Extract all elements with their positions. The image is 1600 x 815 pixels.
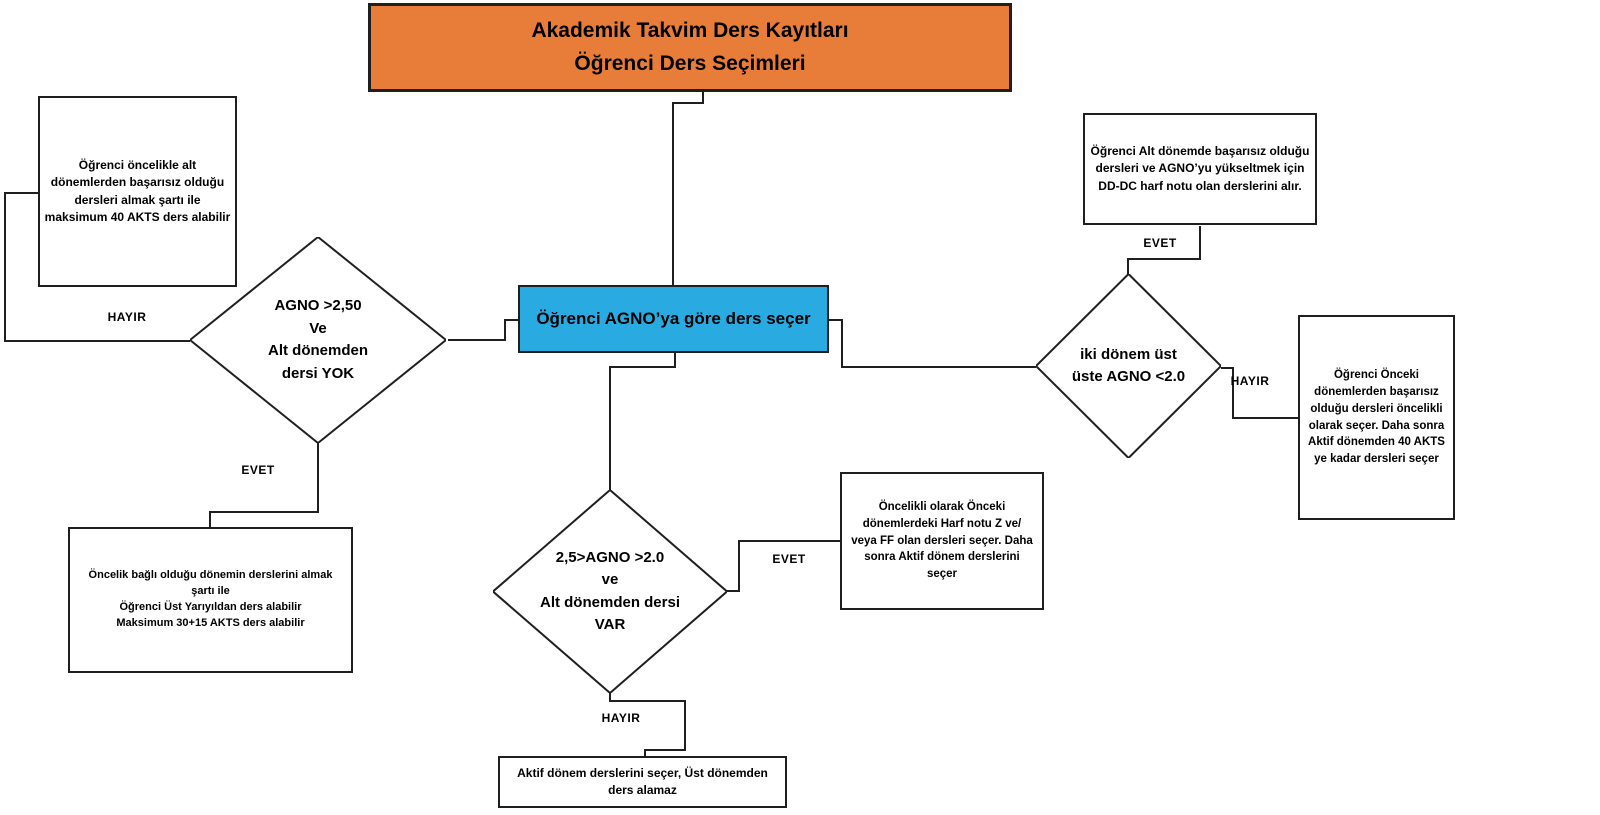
diamond-shape-icon bbox=[190, 237, 446, 443]
connector-right-decision-evet bbox=[1127, 226, 1201, 275]
box-bottom-left: Öncelik bağlı olduğu dönemin derslerini … bbox=[68, 527, 353, 673]
connector-right-decision-hayir bbox=[1221, 367, 1298, 419]
diamond-shape-icon bbox=[493, 490, 727, 693]
decision-center: 2,5>AGNO >2.0 ve Alt dönemden dersi VAR bbox=[493, 490, 727, 693]
decision-left-text: AGNO >2,50 Ve Alt dönemden dersi YOK bbox=[268, 297, 368, 382]
connector-center-decision-hayir bbox=[609, 693, 686, 757]
box-top-left-text: Öğrenci öncelikle alt dönemlerden başarı… bbox=[44, 157, 231, 224]
connector-title-to-process bbox=[672, 92, 704, 285]
connector-process-to-center-decision bbox=[609, 353, 676, 490]
decision-right-text: iki dönem üst üste AGNO <2.0 bbox=[1071, 345, 1186, 386]
box-bottom-left-text: Öncelik bağlı olduğu dönemin derslerini … bbox=[88, 569, 333, 629]
connector-center-decision-evet bbox=[727, 540, 840, 592]
label-hayir-right: HAYIR bbox=[1230, 374, 1270, 388]
diamond-shape-icon bbox=[1036, 274, 1221, 458]
process-select-by-agno-text: Öğrenci AGNO’ya göre ders seçer bbox=[536, 308, 811, 328]
box-center-right: Öncelikli olarak Önceki dönemlerdeki Har… bbox=[840, 472, 1044, 610]
connector-left-decision-evet bbox=[209, 443, 319, 527]
box-bottom: Aktif dönem derslerini seçer, Üst dönemd… bbox=[498, 756, 787, 808]
label-hayir-center: HAYIR bbox=[601, 711, 641, 725]
connector-left-decision-hayir bbox=[4, 192, 190, 342]
box-top-right-text: Öğrenci Alt dönemde başarısız olduğu der… bbox=[1090, 143, 1310, 193]
process-select-by-agno: Öğrenci AGNO’ya göre ders seçer bbox=[518, 285, 829, 353]
label-hayir-left: HAYIR bbox=[107, 310, 147, 324]
title-text: Akademik Takvim Ders Kayıtları Öğrenci D… bbox=[531, 18, 849, 75]
box-center-right-text: Öncelikli olarak Önceki dönemlerdeki Har… bbox=[851, 501, 1033, 580]
decision-right: iki dönem üst üste AGNO <2.0 bbox=[1036, 274, 1221, 458]
label-evet-left: EVET bbox=[241, 463, 275, 477]
box-top-left: Öğrenci öncelikle alt dönemlerden başarı… bbox=[38, 96, 237, 287]
decision-center-text: 2,5>AGNO >2.0 ve Alt dönemden dersi VAR bbox=[539, 548, 681, 634]
title-box: Akademik Takvim Ders Kayıtları Öğrenci D… bbox=[368, 3, 1012, 92]
box-rightmost: Öğrenci Önceki dönemlerden başarısız old… bbox=[1298, 315, 1455, 520]
label-evet-right: EVET bbox=[1143, 236, 1177, 250]
box-rightmost-text: Öğrenci Önceki dönemlerden başarısız old… bbox=[1308, 369, 1445, 465]
decision-left: AGNO >2,50 Ve Alt dönemden dersi YOK bbox=[190, 237, 446, 443]
connector-process-to-right-decision bbox=[829, 319, 1036, 368]
label-evet-center: EVET bbox=[772, 552, 806, 566]
box-bottom-text: Aktif dönem derslerini seçer, Üst dönemd… bbox=[517, 765, 768, 797]
connector-process-to-left-decision bbox=[448, 319, 518, 341]
box-top-right: Öğrenci Alt dönemde başarısız olduğu der… bbox=[1083, 113, 1317, 225]
